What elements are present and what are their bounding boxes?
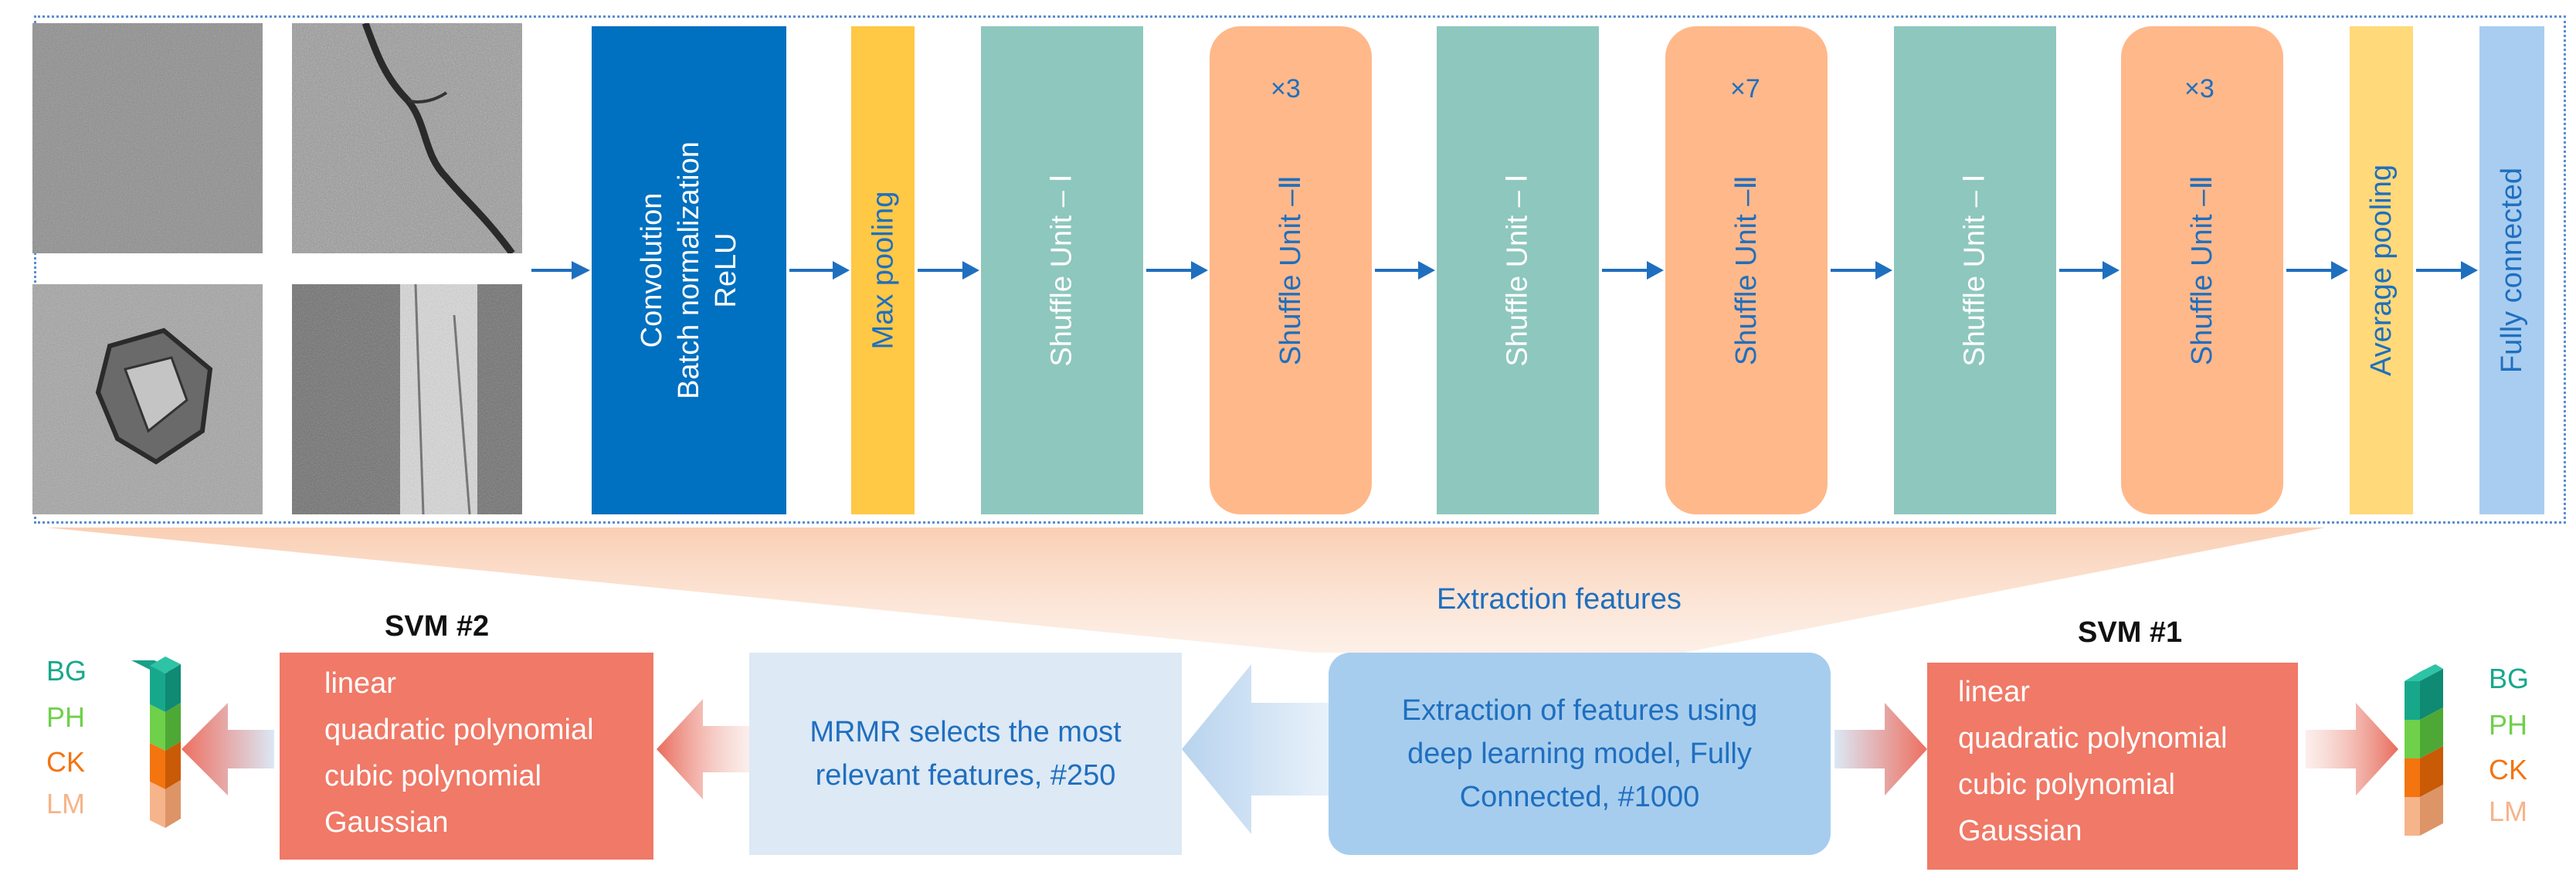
class-cube-stack-right (2405, 664, 2443, 836)
class-label-left-lm: LM (46, 788, 86, 819)
shuffle-unit-2-b-multiplier: ×7 (1730, 74, 1760, 103)
class-label-right-ck: CK (2489, 754, 2528, 785)
shuffle-unit-1-b: Shuffle Unit – Ⅰ (1437, 26, 1599, 514)
average-pooling-block: Average pooling (2350, 26, 2413, 514)
svm1-title: SVM #1 (2078, 616, 2183, 649)
shuffle-unit-2-c-multiplier: ×3 (2184, 74, 2215, 103)
svm2-kernel-cubic: cubic polynomial (324, 760, 541, 792)
flow-arrow-extraction-to-mrmr (1182, 664, 1329, 834)
conv-block: Convolution Batch normalization ReLU (592, 26, 786, 514)
class-label-right-lm: LM (2489, 795, 2528, 827)
svm2-box: linear quadratic polynomial cubic polyno… (280, 653, 653, 860)
network-flow-arrows (531, 261, 2478, 280)
shuffle-unit-2-a: Shuffle Unit –Ⅱ (1210, 26, 1372, 514)
extraction-line-2: deep learning model, Fully (1407, 738, 1752, 770)
flow-arrow-svm2-to-classes (182, 703, 274, 795)
shuffle-unit-1-c: Shuffle Unit – Ⅰ (1894, 26, 2056, 514)
svm1-kernel-gaussian: Gaussian (1958, 815, 2082, 847)
extraction-features-label: Extraction features (1437, 583, 1682, 616)
mrmr-box: MRMR selects the most relevant features,… (749, 653, 1182, 855)
flow-arrow-mrmr-to-svm2 (657, 699, 749, 799)
extraction-box: Extraction of features using deep learni… (1329, 653, 1831, 855)
shuffle-unit-1-a: Shuffle Unit – Ⅰ (981, 26, 1143, 514)
input-image-lane-marking (292, 284, 522, 514)
extraction-line-1: Extraction of features using (1401, 694, 1758, 727)
fully-connected-block: Fully connected (2479, 26, 2544, 514)
class-label-right-bg: BG (2489, 663, 2530, 694)
svm2-kernel-linear: linear (324, 667, 396, 700)
extraction-line-3: Connected, #1000 (1459, 781, 1700, 813)
svm1-kernel-cubic: cubic polynomial (1958, 768, 2175, 801)
class-cube-stack-left (150, 656, 181, 828)
input-image-pothole (32, 284, 263, 514)
shuffle-unit-2-b: Shuffle Unit –Ⅱ (1665, 26, 1828, 514)
network-frame (34, 15, 2566, 524)
svm1-box: linear quadratic polynomial cubic polyno… (1927, 663, 2298, 870)
input-image-crack (292, 23, 522, 253)
class-label-left-bg: BG (46, 655, 87, 687)
shuffle-unit-2-a-multiplier: ×3 (1271, 74, 1301, 103)
mrmr-line-2: relevant features, #250 (815, 759, 1116, 792)
svm2-kernel-quadratic: quadratic polynomial (324, 714, 594, 746)
shuffle-unit-2-c: Shuffle Unit –Ⅱ (2121, 26, 2283, 514)
class-label-right-ph: PH (2489, 709, 2528, 741)
svm2-kernel-gaussian: Gaussian (324, 806, 449, 839)
flow-arrow-svm1-to-classes (2306, 703, 2398, 795)
svm1-kernel-linear: linear (1958, 676, 2030, 708)
extraction-funnel (46, 528, 2325, 653)
mrmr-line-1: MRMR selects the most (809, 716, 1122, 748)
input-image-background (32, 23, 263, 253)
class-label-left-ph: PH (46, 701, 86, 733)
class-label-left-ck: CK (46, 746, 86, 778)
max-pooling-block: Max pooling (851, 26, 915, 514)
flow-arrow-extraction-to-svm1 (1834, 703, 1927, 795)
svm1-kernel-quadratic: quadratic polynomial (1958, 722, 2228, 755)
svm2-title: SVM #2 (385, 610, 490, 643)
